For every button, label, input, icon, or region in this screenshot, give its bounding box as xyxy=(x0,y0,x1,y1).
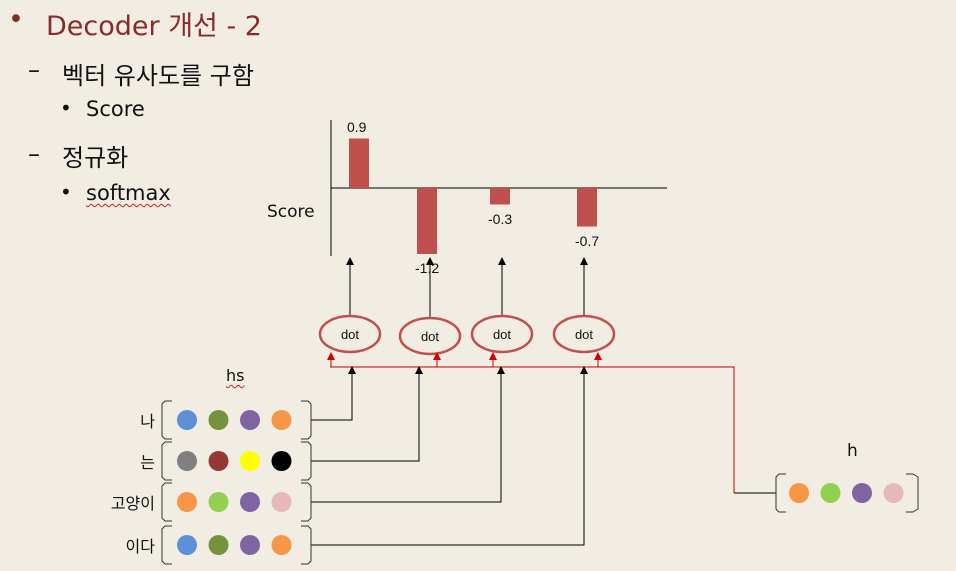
score-bar xyxy=(417,188,437,254)
dot-ellipse xyxy=(470,314,534,354)
vector-element-circle xyxy=(271,410,292,430)
row-word-label: 나 xyxy=(140,412,155,431)
h-element-circle xyxy=(852,483,872,503)
row-word-label: 는 xyxy=(140,453,155,472)
item-vector-similarity: 벡터 유사도를 구함 xyxy=(62,56,254,91)
dot-ellipse xyxy=(318,314,382,354)
dot-label: dot xyxy=(575,327,593,342)
sub-bullet-1: • xyxy=(60,96,72,120)
vector-element-circle xyxy=(177,492,197,512)
row-word-label: 이다 xyxy=(125,537,155,556)
vector-element-circle xyxy=(271,451,292,471)
row-word-label: 고양이 xyxy=(110,494,155,513)
item-dash-1: – xyxy=(28,56,40,84)
vector-element-circle xyxy=(208,492,229,512)
h-element-circle xyxy=(820,483,841,503)
vector-bracket-left xyxy=(161,441,172,481)
bar-value-label: -0.7 xyxy=(575,232,600,249)
vector-element-circle xyxy=(271,535,292,555)
vector-bracket-left xyxy=(161,482,172,522)
h-bracket-left xyxy=(775,473,786,513)
vector-bracket-right xyxy=(301,482,312,522)
bar-value-label: 0.9 xyxy=(347,118,367,135)
item-normalize: 정규화 xyxy=(62,144,129,172)
vector-element-circle xyxy=(240,451,260,471)
score-bar xyxy=(349,138,369,188)
vector-element-circle xyxy=(208,410,229,430)
hs-to-dot-line xyxy=(311,366,423,462)
dot-ellipse xyxy=(552,314,616,354)
item-vector-similarity-text: 벡터 유사도를 구함 xyxy=(62,62,254,90)
hs-to-dot-line xyxy=(311,366,505,503)
h-feed-line xyxy=(330,366,735,493)
bar-value-label: -0.3 xyxy=(488,210,513,227)
score-axis-label: Score xyxy=(267,202,315,222)
vector-element-circle xyxy=(208,535,229,555)
vector-element-circle xyxy=(240,535,260,555)
h-element-circle xyxy=(883,483,904,503)
sub-bullet-2: • xyxy=(60,180,72,204)
title-bullet: • xyxy=(8,4,24,35)
vector-bracket-left xyxy=(161,400,172,440)
vector-bracket-left xyxy=(161,525,172,565)
vector-element-circle xyxy=(240,410,260,430)
score-bar xyxy=(577,188,597,227)
vector-bracket-right xyxy=(301,525,312,565)
vector-element-circle xyxy=(271,492,292,512)
vector-bracket-right xyxy=(301,441,312,481)
dot-ellipse xyxy=(398,316,462,356)
slide-title: Decoder 개선 - 2 xyxy=(46,11,262,42)
vector-element-circle xyxy=(177,535,197,555)
dot-label: dot xyxy=(493,327,511,342)
vector-bracket-right xyxy=(301,400,312,440)
vector-element-circle xyxy=(177,451,197,471)
hs-label: hs xyxy=(226,366,245,385)
h-bracket-right xyxy=(906,473,919,513)
vector-element-circle xyxy=(240,492,260,512)
h-label: h xyxy=(847,441,858,461)
score-bar xyxy=(490,188,510,205)
vector-element-circle xyxy=(208,451,229,471)
dot-label: dot xyxy=(421,329,439,344)
item-dash-2: – xyxy=(28,140,40,168)
sub-item-softmax: softmax xyxy=(86,181,171,205)
dot-label: dot xyxy=(341,327,359,342)
hs-to-dot-line xyxy=(311,366,356,421)
sub-item-score: Score xyxy=(86,97,145,121)
h-element-circle xyxy=(789,483,809,503)
vector-element-circle xyxy=(177,410,197,430)
hs-to-dot-line xyxy=(311,366,588,546)
